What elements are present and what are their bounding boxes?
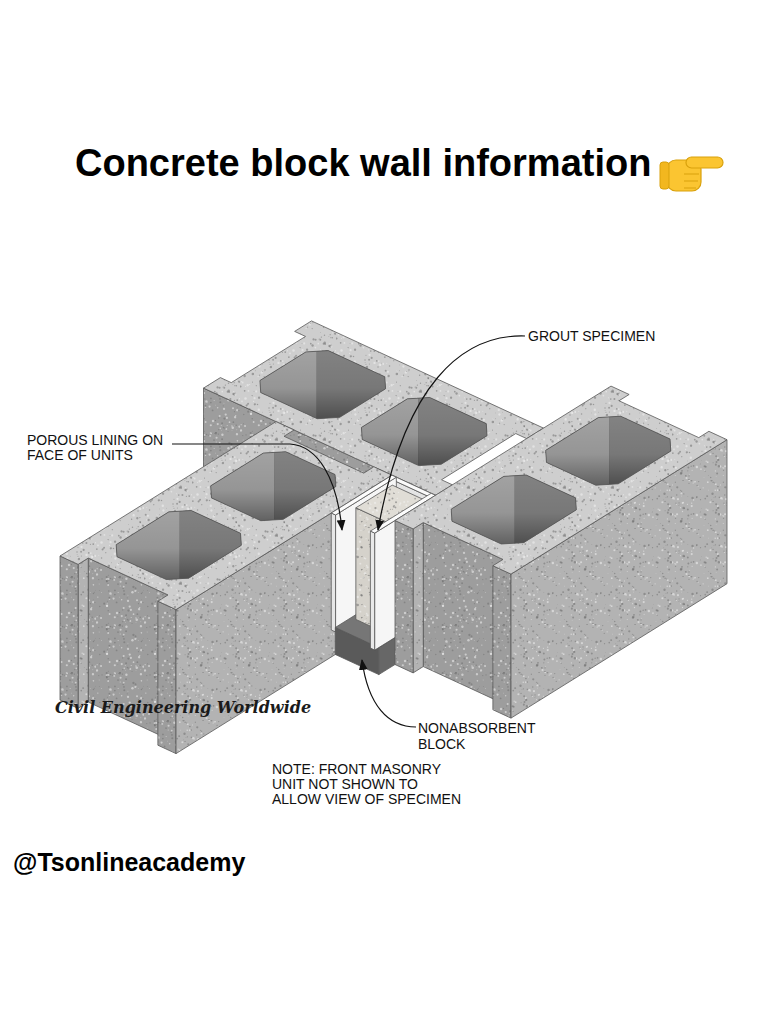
- block-top: [395, 386, 727, 574]
- core-opening: [361, 397, 487, 465]
- core-rim: [116, 511, 241, 580]
- core-shadow: [211, 452, 336, 521]
- core-opening: [546, 416, 671, 485]
- core-walls: [440, 470, 587, 660]
- note: NOTE: FRONT MASONRY UNIT NOT SHOWN TO AL…: [272, 762, 467, 807]
- block-notch-wall: [413, 523, 423, 673]
- core-walls: [105, 505, 252, 695]
- core-shadow: [361, 397, 487, 465]
- callout-label: NONABSORBENT BLOCK: [418, 720, 558, 752]
- pointing-hand-symbol: [660, 157, 723, 191]
- porous-lining-end: [331, 513, 335, 632]
- core-rim: [361, 397, 487, 465]
- block-end-shell: [395, 521, 413, 673]
- porous-lining-end: [370, 531, 374, 650]
- leader-line: [172, 444, 342, 530]
- core-walls: [200, 446, 347, 636]
- core-shadow: [451, 475, 576, 544]
- core-opening: [211, 452, 336, 521]
- hand-finger: [686, 157, 723, 168]
- core-rim: [451, 475, 576, 544]
- leader-line: [362, 660, 416, 727]
- core-rim: [211, 452, 336, 521]
- callout-label: GROUT SPECIMEN: [528, 328, 655, 344]
- core-rim: [260, 351, 386, 419]
- core-walls: [535, 411, 682, 601]
- block-notch-wall: [78, 558, 88, 708]
- hand-folds: [684, 174, 699, 188]
- leader-lines: [172, 336, 525, 727]
- hand-cuff: [660, 162, 669, 189]
- core-shadow: [116, 511, 241, 580]
- callout-label: POROUS LINING ON FACE OF UNITS: [27, 433, 177, 463]
- block-end-shell: [493, 566, 511, 718]
- core-shadow: [260, 351, 386, 419]
- leader-line: [378, 336, 525, 530]
- core-shadow: [546, 416, 671, 485]
- title: Concrete block wall information: [75, 144, 651, 182]
- core-rim: [546, 416, 671, 485]
- core-opening: [451, 475, 576, 544]
- block-end-shell: [60, 556, 78, 708]
- watermark: Civil Engineering Worldwide: [55, 699, 311, 717]
- core-opening: [116, 511, 241, 580]
- core-opening: [260, 351, 386, 419]
- block-assembly: [60, 321, 727, 754]
- handle-watermark: @Tsonlineacademy: [13, 848, 245, 876]
- block-end-shell: [158, 601, 176, 753]
